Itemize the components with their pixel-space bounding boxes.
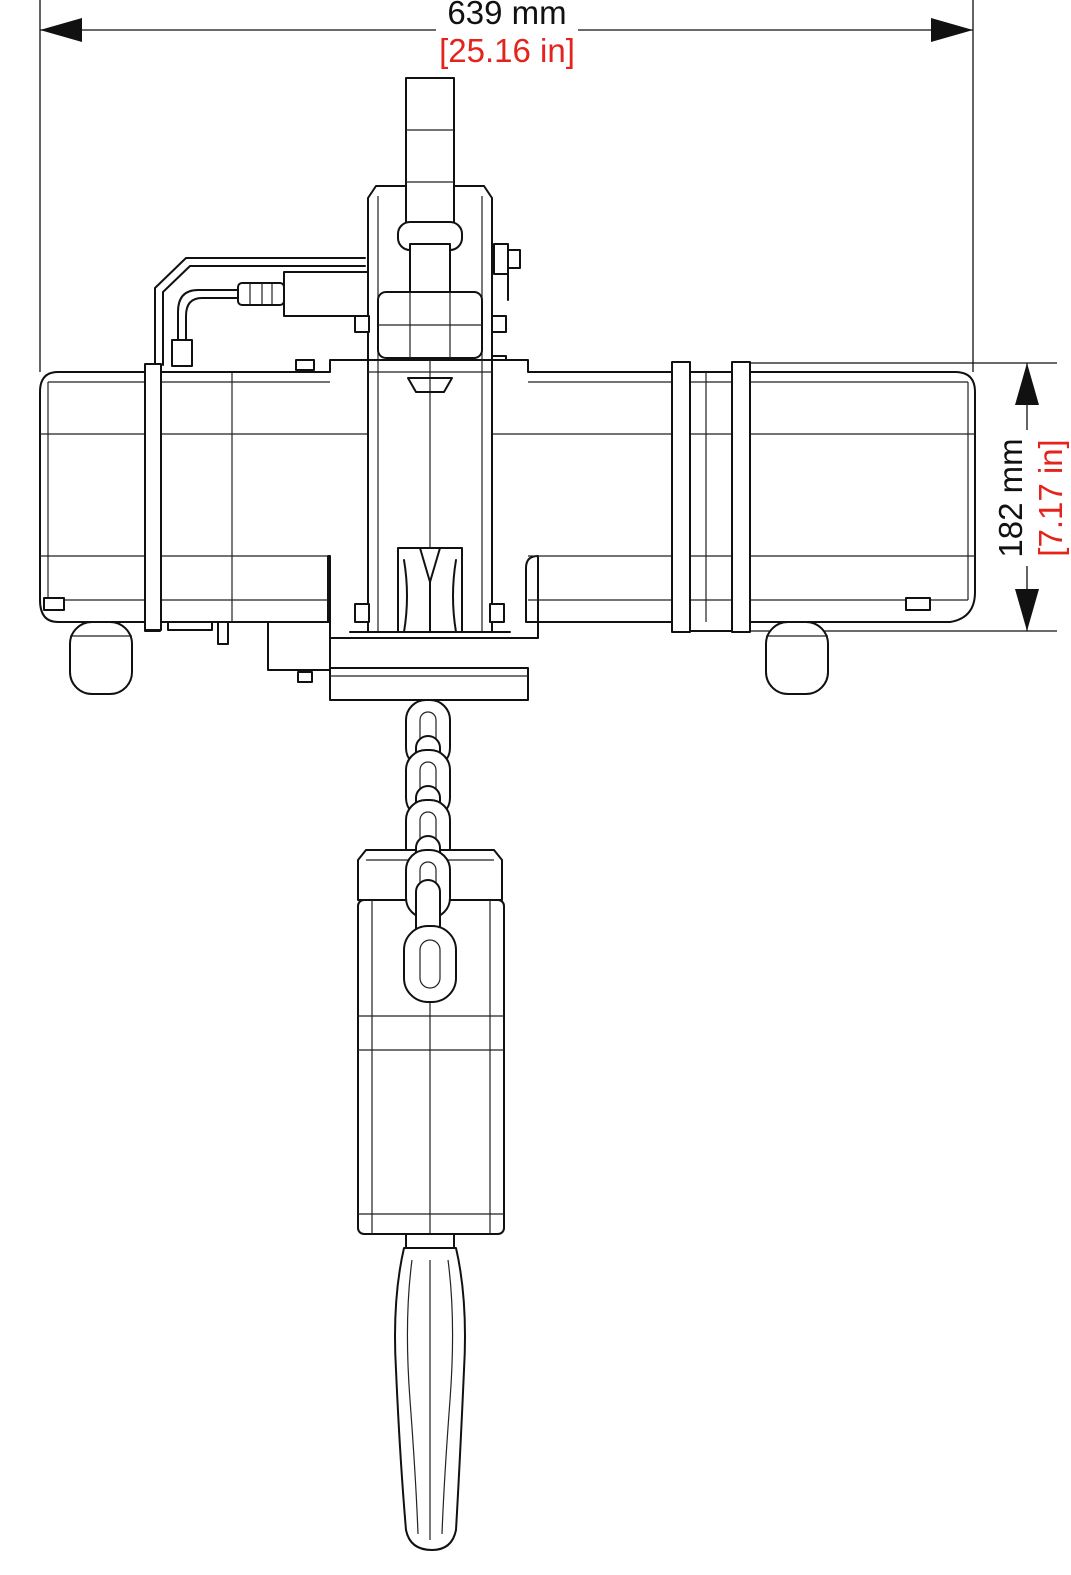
width-imperial-label: [25.16 in] (439, 32, 575, 69)
width-dimension: 639 mm [25.16 in] (39, 0, 974, 372)
hook-link (409, 243, 451, 297)
side-nut-right (491, 315, 507, 333)
foot-right (765, 621, 829, 695)
height-imperial-label: [7.17 in] (1032, 439, 1069, 556)
chain-container (357, 835, 505, 1235)
hook-neck (405, 1233, 455, 1249)
chain-guide-top (407, 377, 453, 393)
top-suspension (354, 77, 521, 371)
bottom-hook (394, 1233, 466, 1551)
cable-assembly (154, 257, 369, 371)
control-cable (177, 289, 239, 343)
foot-left (69, 621, 133, 695)
chain-end-link (403, 925, 457, 1003)
terminal-box (267, 621, 331, 671)
body-outline (39, 359, 976, 639)
band-clamp-1 (671, 361, 691, 633)
bottom-plate (329, 667, 529, 701)
height-arrow-bottom-icon (1015, 589, 1039, 631)
width-metric-label: 639 mm (447, 0, 566, 31)
hoist-body (39, 359, 976, 701)
band-clamp-2 (731, 361, 751, 633)
width-arrow-right-icon (931, 18, 973, 42)
top-hook-shank (405, 77, 455, 227)
connector-housing (283, 271, 369, 317)
control-box-bracket (154, 257, 366, 366)
left-end-flange (144, 363, 162, 631)
height-dimension: 182 mm [7.17 in] (750, 362, 1069, 632)
width-label-bg (436, 2, 578, 66)
cable-gland (171, 339, 193, 367)
width-arrow-left-icon (40, 18, 82, 42)
limit-switch (493, 243, 509, 275)
cable-plug (237, 282, 285, 306)
height-arrow-top-icon (1015, 363, 1039, 405)
height-label-bg (996, 430, 1068, 566)
height-metric-label: 182 mm (992, 438, 1029, 557)
side-nut-left (354, 315, 370, 333)
